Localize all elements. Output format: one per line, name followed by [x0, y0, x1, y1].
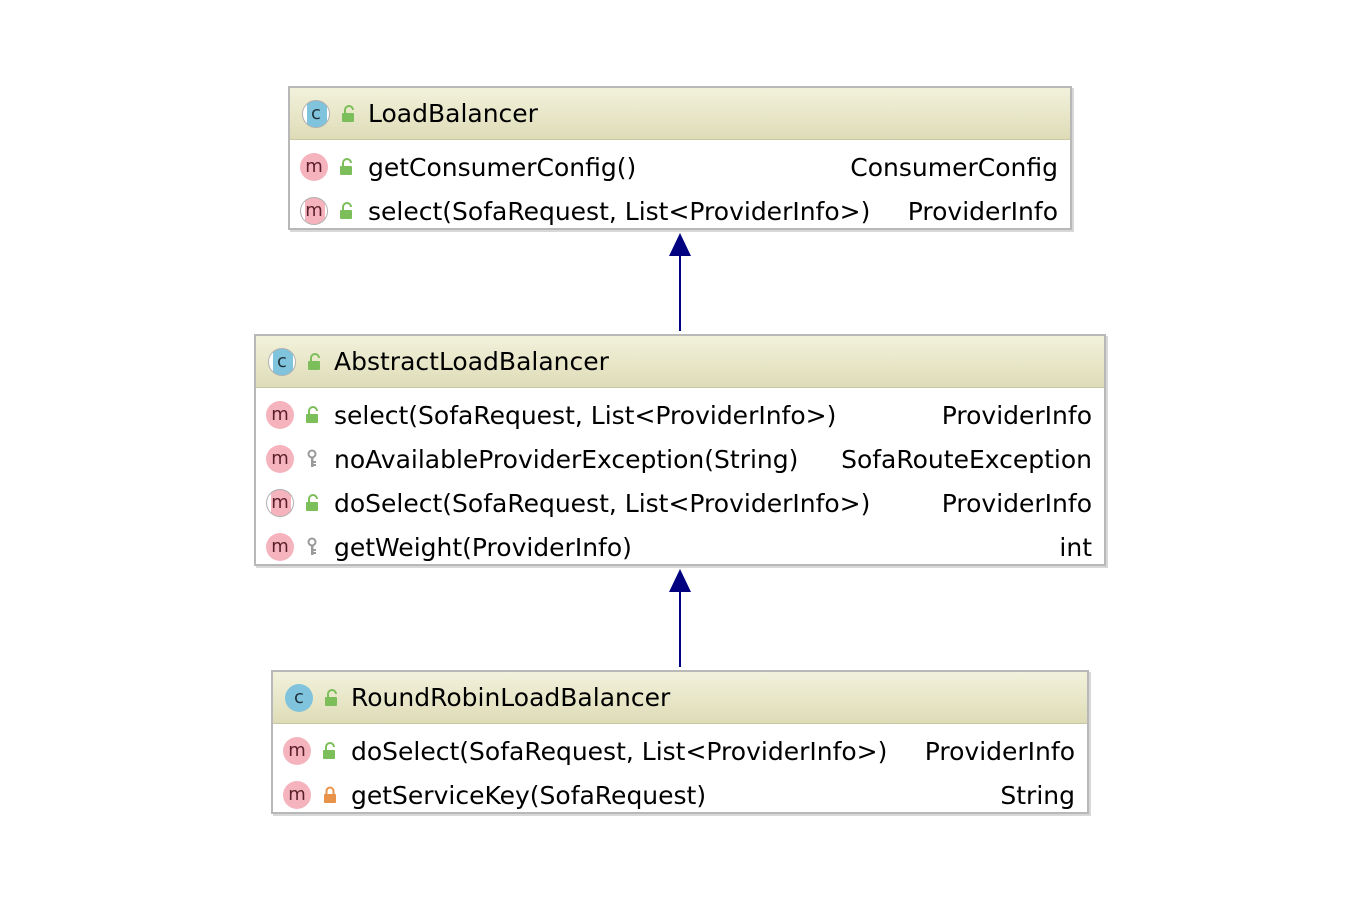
arrow-abstract-to-loadbalancer	[669, 233, 691, 331]
member-row[interactable]: m getWeight(ProviderInfo) int	[256, 525, 1104, 569]
member-signature: getServiceKey(SofaRequest)	[351, 780, 707, 810]
public-icon	[323, 688, 341, 708]
public-icon	[306, 352, 324, 372]
class-header: c RoundRobinLoadBalancer	[273, 672, 1087, 724]
member-return-type: String	[1000, 780, 1075, 810]
public-icon	[338, 201, 356, 221]
member-list: m getConsumerConfig() ConsumerConfig m s…	[290, 140, 1070, 233]
member-return-type: ProviderInfo	[907, 196, 1058, 226]
public-icon	[304, 405, 322, 425]
method-icon: m	[283, 737, 311, 765]
class-name: RoundRobinLoadBalancer	[351, 683, 671, 712]
class-icon: c	[285, 683, 313, 712]
member-signature: select(SofaRequest, List<ProviderInfo>)	[368, 196, 871, 226]
class-header: c LoadBalancer	[290, 88, 1070, 140]
public-icon	[304, 493, 322, 513]
member-return-type: ProviderInfo	[941, 400, 1092, 430]
member-list: m select(SofaRequest, List<ProviderInfo>…	[256, 388, 1104, 569]
member-signature: noAvailableProviderException(String)	[334, 444, 799, 474]
arrow-roundrobin-to-abstract	[669, 569, 691, 667]
protected-icon	[304, 537, 322, 557]
public-icon	[340, 104, 358, 124]
method-icon: m	[283, 781, 311, 809]
member-signature: select(SofaRequest, List<ProviderInfo>)	[334, 400, 837, 430]
member-signature: getWeight(ProviderInfo)	[334, 532, 632, 562]
member-return-type: ProviderInfo	[941, 488, 1092, 518]
member-signature: doSelect(SofaRequest, List<ProviderInfo>…	[334, 488, 871, 518]
member-list: m doSelect(SofaRequest, List<ProviderInf…	[273, 724, 1087, 817]
class-box-roundrobinloadbalancer[interactable]: c RoundRobinLoadBalancer m doSelect(Sofa…	[271, 670, 1089, 814]
method-icon: m	[266, 533, 294, 561]
abstract-method-icon: m	[266, 489, 294, 517]
abstract-method-icon: m	[300, 197, 328, 225]
class-name: LoadBalancer	[368, 99, 538, 128]
method-icon: m	[266, 445, 294, 473]
public-icon	[321, 741, 339, 761]
member-return-type: int	[1059, 532, 1092, 562]
member-row[interactable]: m noAvailableProviderException(String) S…	[256, 437, 1104, 481]
class-header: c AbstractLoadBalancer	[256, 336, 1104, 388]
class-box-abstractloadbalancer[interactable]: c AbstractLoadBalancer m select(SofaRequ…	[254, 334, 1106, 566]
method-icon: m	[300, 153, 328, 181]
member-return-type: ConsumerConfig	[850, 152, 1058, 182]
member-row[interactable]: m getConsumerConfig() ConsumerConfig	[290, 145, 1070, 189]
member-row[interactable]: m doSelect(SofaRequest, List<ProviderInf…	[256, 481, 1104, 525]
member-row[interactable]: m doSelect(SofaRequest, List<ProviderInf…	[273, 729, 1087, 773]
member-return-type: SofaRouteException	[841, 444, 1092, 474]
abstract-class-icon: c	[302, 99, 330, 128]
class-box-loadbalancer[interactable]: c LoadBalancer m getConsumerConfig() Con…	[288, 86, 1072, 230]
member-signature: doSelect(SofaRequest, List<ProviderInfo>…	[351, 736, 888, 766]
public-icon	[338, 157, 356, 177]
member-return-type: ProviderInfo	[924, 736, 1075, 766]
abstract-class-icon: c	[268, 347, 296, 376]
member-row[interactable]: m getServiceKey(SofaRequest) String	[273, 773, 1087, 817]
method-icon: m	[266, 401, 294, 429]
member-row[interactable]: m select(SofaRequest, List<ProviderInfo>…	[290, 189, 1070, 233]
private-icon	[321, 785, 339, 805]
member-signature: getConsumerConfig()	[368, 152, 637, 182]
member-row[interactable]: m select(SofaRequest, List<ProviderInfo>…	[256, 393, 1104, 437]
class-name: AbstractLoadBalancer	[334, 347, 609, 376]
protected-icon	[304, 449, 322, 469]
